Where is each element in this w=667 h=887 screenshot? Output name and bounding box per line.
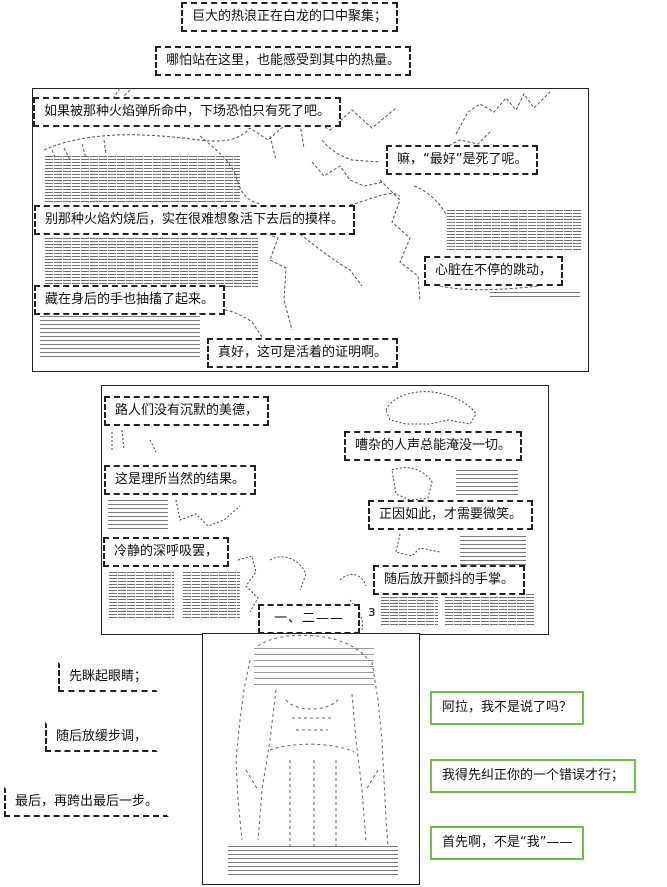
speech-box: 我得先纠正你的一个错误才行；	[430, 759, 637, 793]
caption-box: 一、二——	[258, 604, 361, 634]
ascii-art-band	[456, 470, 518, 498]
caption-box: 哪怕站在这里，也能感受到其中的热量。	[155, 46, 412, 76]
caption-box: 藏在身后的手也抽搐了起来。	[34, 285, 226, 315]
ascii-art-band	[44, 238, 258, 288]
caption-box: 正因如此，才需要微笑。	[368, 500, 534, 530]
caption-box: 随后放开颤抖的手掌。	[373, 565, 526, 595]
caption-box: 嘛，“最好”是死了呢。	[386, 145, 539, 175]
ascii-art-band	[254, 648, 374, 688]
ascii-art-band	[446, 210, 582, 252]
speech-box: 阿拉，我不是说了吗？	[430, 691, 585, 725]
ascii-art-band	[228, 846, 398, 878]
ascii-art-band	[40, 316, 200, 360]
ascii-art-band	[444, 594, 534, 626]
ascii-art-band	[108, 500, 168, 530]
ascii-art-band	[490, 292, 580, 297]
caption-box: 冷静的深呼吸罢，	[103, 537, 230, 567]
caption-box: 路人们没有沉默的美德，	[104, 396, 270, 426]
ascii-art-band	[182, 572, 240, 620]
caption-box: 这是理所当然的结果。	[104, 465, 257, 495]
ascii-art-band	[108, 572, 174, 620]
caption-box: 如果被那种火焰弹所命中，下场恐怕只有死了吧。	[33, 97, 342, 127]
ascii-art-band	[460, 536, 526, 566]
caption-box: 嘈杂的人声总能淹没一切。	[344, 431, 523, 461]
caption-box: 最后，再跨出最后一步。	[4, 787, 170, 817]
caption-box: 真好，这可是活着的证明啊。	[207, 338, 399, 368]
ascii-glyph: з	[368, 604, 378, 620]
caption-box: 先眯起眼睛；	[58, 662, 159, 692]
speech-box: 首先啊，不是“我”——	[430, 826, 585, 860]
caption-box: 别那种火焰灼烧后，实在很难想象活下去后的摸样。	[34, 205, 356, 235]
caption-box: 随后放缓步调，	[45, 722, 159, 752]
caption-box: 心脏在不停的跳动，	[424, 256, 564, 286]
ascii-art-band	[44, 156, 240, 204]
ascii-art-band	[380, 594, 438, 626]
caption-box: 巨大的热浪正在白龙的口中聚集；	[181, 2, 399, 32]
